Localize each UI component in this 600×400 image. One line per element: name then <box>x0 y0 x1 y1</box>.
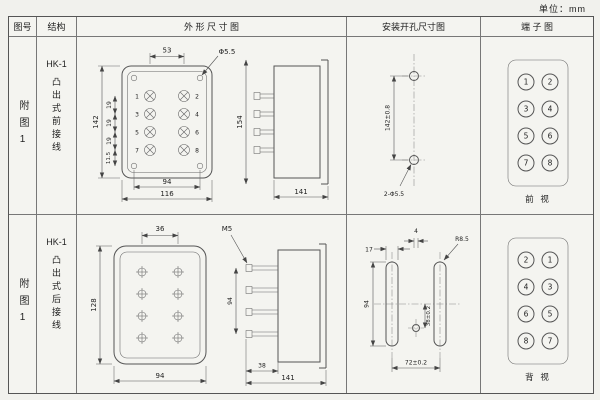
terminal-no: 1 <box>524 77 529 86</box>
dim-side-width: 141 <box>281 374 294 382</box>
cell-mounting-2: 17 4 R8.5 94 38±0.2 72±0.2 <box>347 215 481 393</box>
spec-table: 图号 结构 外 形 尺 寸 图 安装开孔尺寸图 端 子 图 附图1 HK-1 凸… <box>8 16 594 394</box>
terminal-no: 5 <box>524 131 529 140</box>
dim-slot-width: 17 <box>365 247 373 254</box>
hole-callout: 2-Φ5.5 <box>383 191 403 198</box>
front-view-dimensions: 53 Φ5.5 142 19 19 19 11.5 94 116 <box>92 46 235 202</box>
cell-structure-1: HK-1 凸出式前接线 <box>37 37 77 215</box>
dim-stud-depth: 38 <box>258 363 266 370</box>
structure-desc-2: 凸出式后接线 <box>51 255 61 333</box>
dim-pitch: 19 <box>106 101 113 109</box>
dim-bottom-width: 94 <box>155 372 164 380</box>
front-view: 1 2 3 4 5 6 7 8 <box>121 65 212 178</box>
terminal-no: 2 <box>548 77 553 86</box>
dim-slot-spacing: 72±0.2 <box>404 360 426 367</box>
dim-height: 142 <box>92 115 100 128</box>
mounting-slots <box>373 252 460 358</box>
terminal-no: 7 <box>524 158 529 167</box>
terminal-no: 2 <box>524 256 529 265</box>
terminal-no: 7 <box>135 147 139 154</box>
terminal-no: 4 <box>524 283 529 292</box>
rear-view: 36 128 94 <box>90 225 206 384</box>
mounting-holes <box>401 53 426 188</box>
dim-bottom-total: 116 <box>160 190 174 198</box>
terminal-no: 8 <box>195 147 199 154</box>
dim-hole-offset: 4 <box>414 228 418 235</box>
terminal-no: 6 <box>195 129 199 136</box>
fig-no-2: 附图1 <box>17 278 28 330</box>
terminal-no: 3 <box>548 283 553 292</box>
terminal-no: 6 <box>524 310 529 319</box>
terminal-diagram-rear: 2 1 4 3 6 5 8 7 背 视 <box>507 237 569 383</box>
cell-structure-2: HK-1 凸出式后接线 <box>37 215 77 393</box>
terminal-no: 4 <box>195 111 199 118</box>
header-structure: 结构 <box>37 17 77 37</box>
dim-hole-spacing-v: 38±0.2 <box>426 306 432 326</box>
terminal-circles <box>517 73 559 171</box>
terminal-no: 2 <box>195 93 199 100</box>
dim-bottom-inner: 94 <box>162 178 171 186</box>
cell-outline-1: 1 2 3 4 5 6 7 8 53 Φ5.5 142 <box>77 37 347 215</box>
fig-no-1: 附图1 <box>17 99 28 152</box>
terminal-no: 5 <box>548 310 553 319</box>
cell-outline-2: 36 128 94 M5 <box>77 215 347 393</box>
dim-pitch: 19 <box>106 119 113 127</box>
terminal-caption: 前 视 <box>525 194 551 205</box>
outline-drawing-rear-wiring: 36 128 94 M5 <box>90 225 326 386</box>
dim-top-width: 36 <box>155 225 164 233</box>
dim-radius: R8.5 <box>455 236 469 243</box>
terminal-no: 8 <box>524 337 529 346</box>
dim-side-height: 154 <box>236 114 244 128</box>
cell-fig-no-1: 附图1 <box>9 37 37 215</box>
dim-top-width: 53 <box>162 46 171 54</box>
model-2: HK-1 <box>46 237 67 247</box>
dim-pitch-bottom: 11.5 <box>106 151 112 164</box>
header-terminal: 端 子 图 <box>481 17 593 37</box>
dim-side-width: 141 <box>294 188 307 196</box>
terminal-no: 4 <box>548 104 553 113</box>
terminal-caption: 背 视 <box>525 372 551 383</box>
unit-label: 单位：mm <box>539 4 586 14</box>
header-outline: 外 形 尺 寸 图 <box>77 17 347 37</box>
dim-thread: M5 <box>221 225 232 233</box>
model-1: HK-1 <box>46 59 67 69</box>
header-mounting: 安装开孔尺寸图 <box>347 17 481 37</box>
dim-stud-span: 94 <box>227 297 234 305</box>
cell-mounting-1: 142±0.8 2-Φ5.5 <box>347 37 481 215</box>
terminal-no: 3 <box>524 104 529 113</box>
cell-terminal-1: 1 2 3 4 5 6 7 8 前 视 <box>481 37 593 215</box>
terminal-no: 7 <box>548 337 553 346</box>
dim-height: 128 <box>90 298 98 311</box>
side-view-rear: M5 94 38 141 <box>221 225 326 386</box>
side-view: 154 141 <box>236 59 328 200</box>
dim-hole-spacing: 142±0.8 <box>384 104 391 130</box>
rear-studs <box>245 264 278 338</box>
terminal-no: 1 <box>548 256 553 265</box>
terminal-no: 5 <box>135 129 139 136</box>
mounting-dimensions: 142±0.8 2-Φ5.5 <box>383 75 411 198</box>
mounting-drawing-front-wiring: 142±0.8 2-Φ5.5 <box>383 53 426 198</box>
header-fig-no: 图号 <box>9 17 37 37</box>
terminal-no: 6 <box>548 131 553 140</box>
terminal-diagram-front: 1 2 3 4 5 6 7 8 前 视 <box>507 59 569 205</box>
side-studs <box>253 91 274 154</box>
terminal-no: 8 <box>548 158 553 167</box>
terminal-no: 3 <box>135 111 139 118</box>
mounting-drawing-rear-wiring: 17 4 R8.5 94 38±0.2 72±0.2 <box>363 228 469 372</box>
dim-slot-length: 94 <box>363 300 370 308</box>
cell-fig-no-2: 附图1 <box>9 215 37 393</box>
cell-terminal-2: 2 1 4 3 6 5 8 7 背 视 <box>481 215 593 393</box>
outline-drawing-front-wiring: 1 2 3 4 5 6 7 8 53 Φ5.5 142 <box>92 46 328 202</box>
dim-pitch: 19 <box>106 137 113 145</box>
mounting-dimensions: 17 4 R8.5 94 38±0.2 72±0.2 <box>363 228 469 372</box>
terminal-screws <box>143 89 190 156</box>
structure-desc-1: 凸出式前接线 <box>51 77 61 155</box>
rear-screws <box>135 266 184 344</box>
terminal-circles <box>517 251 559 350</box>
terminal-no: 1 <box>135 93 139 100</box>
dim-hole-dia: Φ5.5 <box>218 48 235 56</box>
